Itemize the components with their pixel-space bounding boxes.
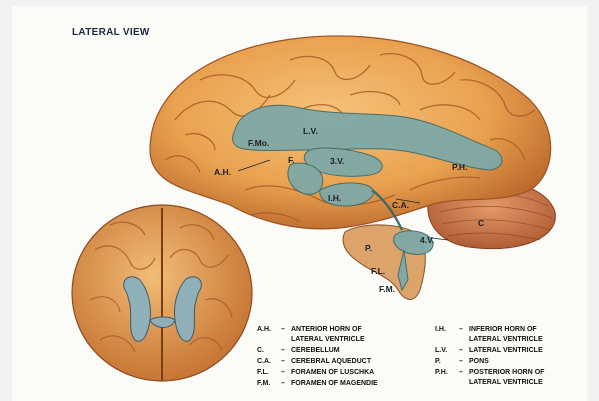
- superior-view-brain: [72, 205, 252, 381]
- label-anterior-horn: A.H.: [214, 167, 231, 177]
- label-pons: P.: [365, 243, 372, 253]
- label-inferior-horn: I.H.: [328, 193, 341, 203]
- label-cerebellum: C: [478, 218, 484, 228]
- diagram-title: LATERAL VIEW: [72, 27, 150, 38]
- legend-item: P.–PONS: [435, 357, 489, 367]
- legend-item: C.A.–CEREBRAL AQUEDUCT: [257, 357, 371, 367]
- legend-item-cont: LATERAL VENTRICLE: [469, 335, 543, 345]
- label-lateral-ventricle: L.V.: [303, 126, 318, 136]
- label-foramen-of-magendie: F.M.: [379, 284, 395, 294]
- label-fourth-ventricle: 4.V.: [420, 235, 434, 245]
- legend-item: F.M.–FORAMEN OF MAGENDIE: [257, 379, 378, 389]
- legend-item-cont: LATERAL VENTRICLE: [291, 335, 365, 345]
- label-foramen-of-monro: F.Mo.: [248, 138, 269, 148]
- legend-item: L.V.–LATERAL VENTRICLE: [435, 346, 543, 356]
- label-foramen-of-luschka: F.L.: [371, 266, 385, 276]
- legend-item: P.H.–POSTERIOR HORN OF: [435, 368, 544, 378]
- label-third-ventricle: 3.V.: [330, 156, 344, 166]
- legend-item: F.L.–FORAMEN OF LUSCHKA: [257, 368, 374, 378]
- legend-item-cont: LATERAL VENTRICLE: [469, 378, 543, 388]
- label-cerebral-aqueduct: C.A.: [392, 200, 409, 210]
- legend-item: A.H.–ANTERIOR HORN OF: [257, 325, 362, 335]
- legend-item: C.–CEREBELLUM: [257, 346, 340, 356]
- legend-item: I.H.–INFERIOR HORN OF: [435, 325, 537, 335]
- label-f: F.: [288, 155, 295, 165]
- legend: A.H.–ANTERIOR HORN OF LATERAL VENTRICLE …: [257, 325, 587, 401]
- label-posterior-horn: P.H.: [452, 162, 467, 172]
